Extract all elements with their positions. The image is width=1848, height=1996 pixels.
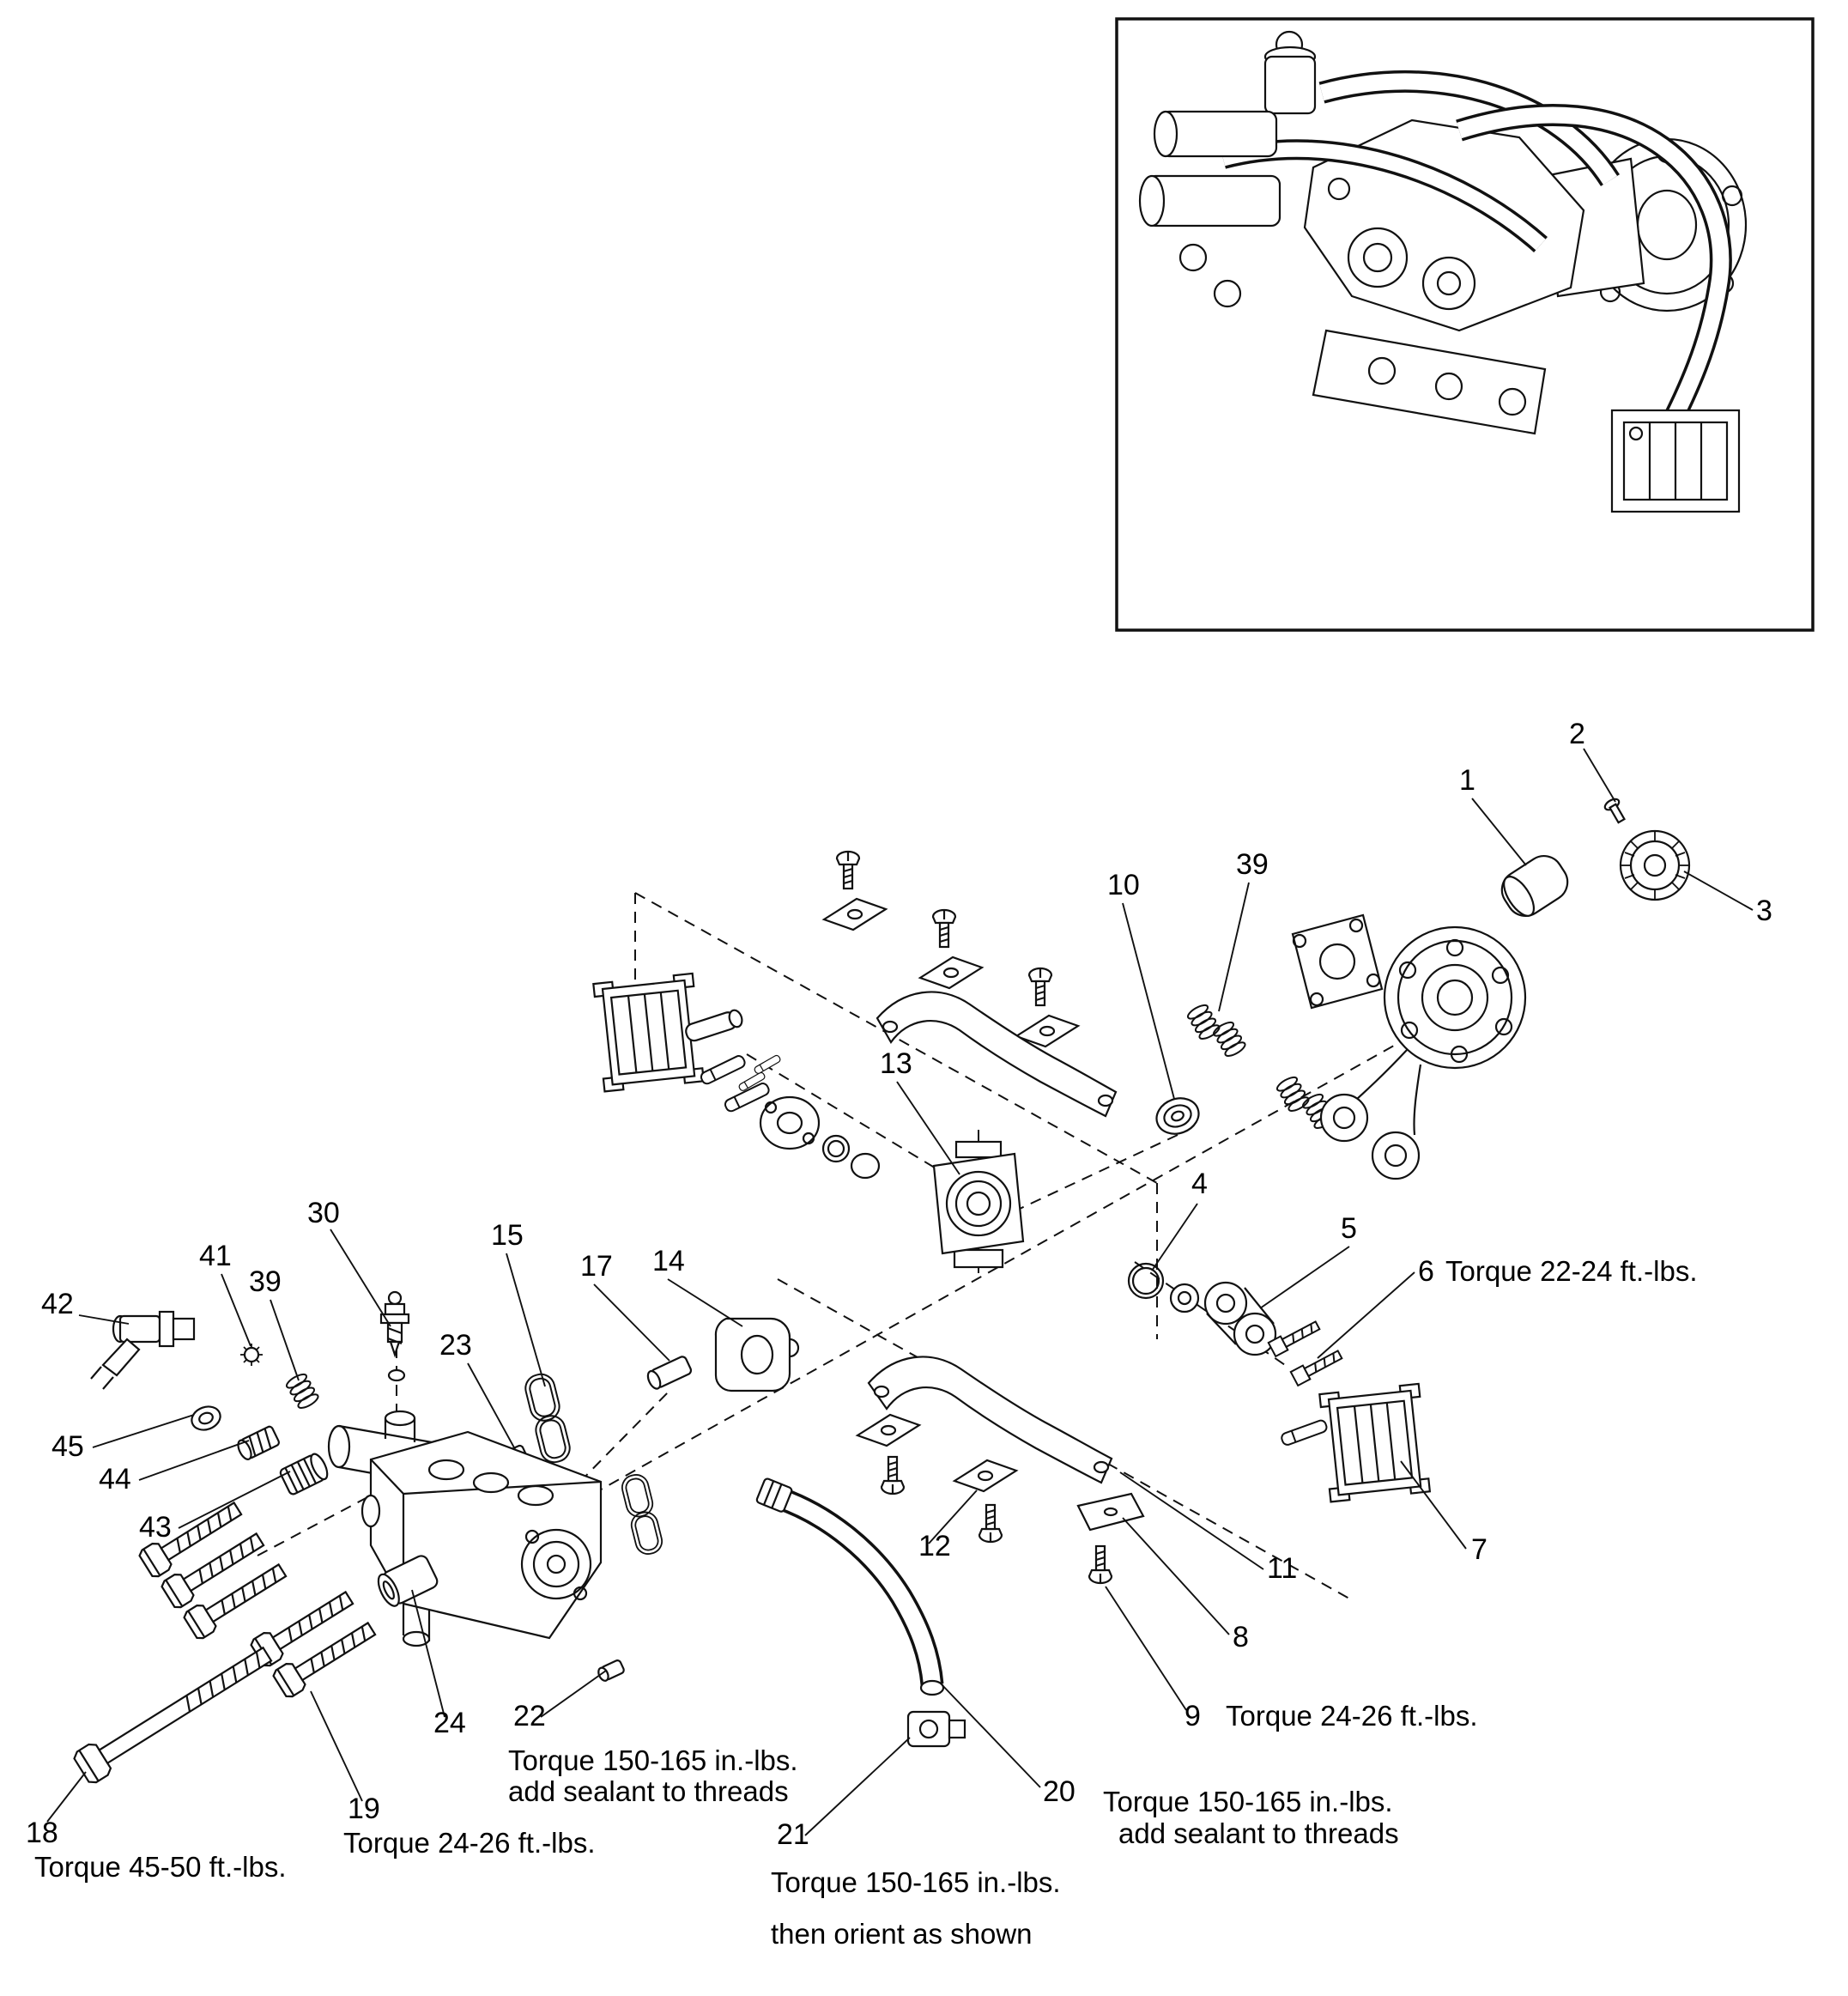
callout-17: 17 — [580, 1250, 613, 1283]
callout-22: 22 — [513, 1700, 546, 1732]
part-wobble-rod-lower-11 — [867, 1356, 1113, 1484]
callout-3: 3 — [1756, 895, 1772, 927]
part-clip-41 — [240, 1344, 263, 1366]
annotation-torque-9: Torque 24-26 ft.-lbs. — [1226, 1700, 1478, 1732]
callout-20: 20 — [1043, 1775, 1075, 1808]
part-oring-4 — [1127, 1262, 1165, 1300]
part-wobble-rod-upper — [876, 991, 1118, 1118]
callout-leader-lines — [46, 748, 1754, 1836]
callout-18: 18 — [26, 1817, 58, 1849]
annotation-torque-18: Torque 45-50 ft.-lbs. — [34, 1851, 287, 1883]
callout-24: 24 — [433, 1707, 466, 1739]
inset-assembled-view — [1115, 17, 1815, 632]
part-piston-cage-right-7 — [1279, 1382, 1431, 1503]
callout-30: 30 — [307, 1197, 340, 1229]
callout-8: 8 — [1233, 1621, 1249, 1653]
part-gear-3 — [1619, 829, 1691, 901]
callout-6: 6 — [1418, 1255, 1434, 1288]
part-spacer-24 — [377, 1555, 439, 1607]
annotation-torque-6: Torque 22-24 ft.-lbs. — [1445, 1255, 1698, 1287]
callout-1: 1 — [1459, 764, 1475, 797]
callout-42: 42 — [41, 1288, 74, 1320]
part-cap-43 — [279, 1453, 329, 1495]
part-spring-39-left — [283, 1370, 321, 1412]
part-seal-flange-rings — [737, 1053, 881, 1180]
part-valve-30 — [379, 1290, 410, 1382]
part-lower-plates-screws — [856, 1413, 1145, 1585]
part-bushing-17 — [646, 1356, 693, 1390]
part-washer-45 — [191, 1405, 221, 1431]
annotation-torque-19: Torque 24-26 ft.-lbs. — [343, 1827, 596, 1859]
part-bearing-housing-right — [1291, 913, 1527, 1180]
exploded-parts — [70, 798, 1691, 1787]
callout-11: 11 — [1267, 1552, 1297, 1585]
callout-12: 12 — [918, 1530, 951, 1562]
annotation-torque-21-line2: then orient as shown — [771, 1918, 1033, 1950]
callout-9: 9 — [1185, 1700, 1201, 1732]
inset-mount-bracket — [1610, 409, 1741, 513]
callout-2: 2 — [1569, 718, 1585, 750]
callout-44: 44 — [99, 1463, 131, 1495]
callout-39-right: 39 — [1236, 848, 1269, 881]
callout-43: 43 — [139, 1511, 172, 1544]
callout-39-left: 39 — [249, 1265, 282, 1298]
part-tube-20 — [755, 1477, 945, 1696]
part-valve-plate-5 — [1203, 1281, 1277, 1356]
part-bolts-6 — [1267, 1317, 1345, 1387]
part-piston-cage-left — [592, 972, 772, 1114]
inset-cylinders — [1138, 110, 1281, 228]
part-outlet-fitting-42 — [90, 1310, 196, 1390]
callout-5: 5 — [1341, 1212, 1357, 1245]
annotation-torque-21-line1: Torque 150-165 in.-lbs. — [771, 1866, 1061, 1898]
part-manifold-block — [327, 1410, 603, 1647]
annotation-torque-20-line2: add sealant to threads — [1118, 1817, 1399, 1849]
callout-19: 19 — [348, 1793, 380, 1825]
part-springs-39-right — [1185, 1001, 1337, 1132]
callout-10: 10 — [1107, 869, 1140, 901]
inset-pump-head — [1263, 30, 1317, 115]
annotation-torque-20-line1: Torque 150-165 in.-lbs. — [1103, 1786, 1393, 1817]
callout-7: 7 — [1471, 1533, 1487, 1566]
callout-13: 13 — [880, 1047, 912, 1080]
inset-manifold — [1312, 329, 1547, 435]
part-roller-1 — [1500, 854, 1569, 918]
callout-21: 21 — [777, 1818, 809, 1851]
callout-4: 4 — [1191, 1168, 1208, 1200]
callout-14: 14 — [652, 1245, 685, 1277]
annotation-torque-22-line1: Torque 150-165 in.-lbs. — [508, 1744, 798, 1776]
callout-23: 23 — [439, 1329, 472, 1362]
callout-41: 41 — [199, 1240, 232, 1272]
part-plug-22 — [597, 1659, 625, 1682]
part-elbow-21 — [906, 1710, 966, 1748]
annotation-torque-22-line2: add sealant to threads — [508, 1775, 789, 1807]
part-screw-2 — [1603, 798, 1626, 824]
callout-15: 15 — [491, 1219, 524, 1252]
part-bearing-cover-14 — [714, 1317, 800, 1392]
callout-45: 45 — [52, 1430, 84, 1463]
part-plug-44 — [237, 1425, 280, 1460]
part-seal-disc — [1169, 1283, 1200, 1313]
part-bolt-18 — [70, 1637, 278, 1787]
part-bearing-bracket-13 — [932, 1140, 1025, 1269]
part-seal-10 — [1155, 1097, 1200, 1135]
